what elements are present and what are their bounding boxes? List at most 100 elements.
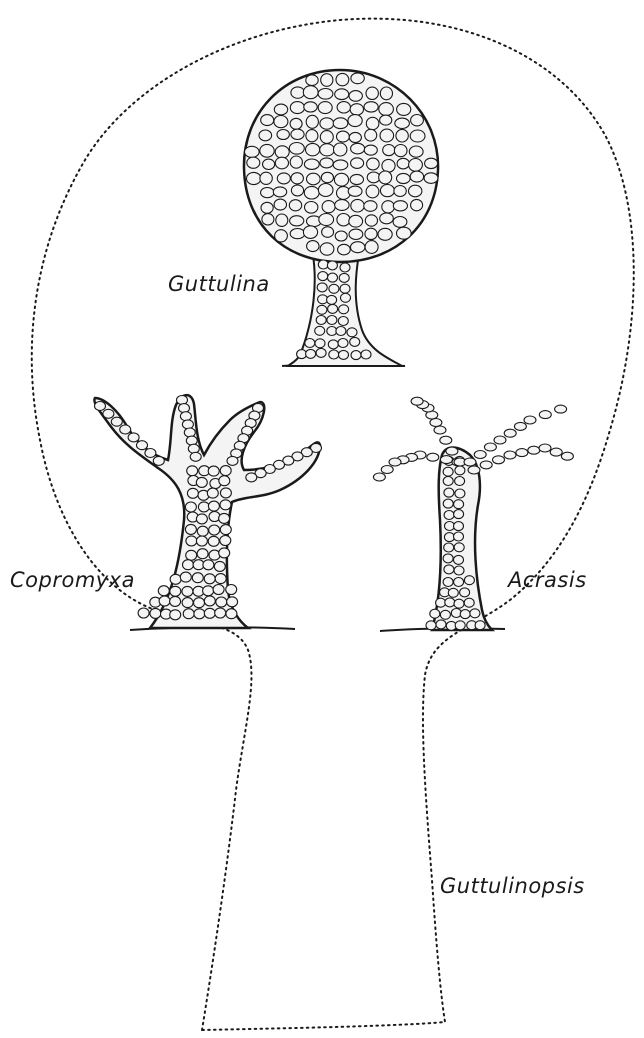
cell <box>389 458 401 466</box>
cell <box>247 172 261 184</box>
cell <box>454 500 464 509</box>
cell <box>409 185 422 197</box>
cell <box>227 597 238 607</box>
cell <box>454 578 464 587</box>
cell <box>315 339 325 348</box>
guttulina-sorocarp <box>244 70 438 366</box>
cell <box>209 525 220 535</box>
cell <box>226 585 237 595</box>
cell <box>454 555 464 564</box>
cell <box>516 449 528 457</box>
cell <box>138 608 149 618</box>
cell <box>454 510 464 519</box>
cell <box>366 87 378 99</box>
cell <box>180 572 191 582</box>
cell <box>183 609 194 619</box>
cell <box>274 199 286 210</box>
cell <box>208 501 219 511</box>
cell <box>454 532 464 541</box>
cell <box>306 143 320 155</box>
cell <box>351 199 364 212</box>
cell <box>220 488 231 498</box>
cell <box>561 452 573 460</box>
cell <box>220 536 231 546</box>
cell <box>338 317 348 326</box>
cell <box>337 131 350 142</box>
cell <box>261 202 273 213</box>
cell <box>182 420 193 429</box>
cell <box>198 502 209 512</box>
cell <box>274 104 287 115</box>
cell <box>464 458 476 466</box>
cell <box>317 283 327 292</box>
cell <box>351 73 364 84</box>
cell <box>95 402 106 411</box>
cell <box>187 488 198 498</box>
cell <box>306 349 316 358</box>
cell <box>182 598 193 608</box>
cell <box>315 326 325 335</box>
cell <box>333 160 348 170</box>
cell <box>351 351 361 360</box>
cell <box>291 87 305 98</box>
cell <box>397 103 411 115</box>
cell <box>261 188 274 198</box>
cell <box>275 146 289 158</box>
cell <box>215 608 226 618</box>
cell <box>348 115 362 127</box>
cell <box>219 513 230 523</box>
cell <box>204 608 215 618</box>
cell <box>320 118 334 129</box>
cell <box>444 565 454 574</box>
cell <box>436 598 446 607</box>
cell <box>434 426 446 434</box>
cell <box>448 588 458 597</box>
cell <box>327 327 337 336</box>
cell <box>306 115 318 128</box>
cell <box>291 173 303 184</box>
cell <box>364 201 377 212</box>
cell <box>380 115 392 125</box>
cell <box>475 621 485 630</box>
cell <box>427 453 439 461</box>
cell <box>170 610 181 620</box>
cell <box>290 216 304 226</box>
acrasis-label: Acrasis <box>508 568 587 592</box>
cell <box>430 609 440 618</box>
cell <box>364 102 378 112</box>
cell <box>440 436 452 444</box>
cell <box>216 597 227 607</box>
cell <box>263 159 275 169</box>
cell <box>365 228 377 239</box>
cell <box>215 574 226 584</box>
cell <box>327 316 337 325</box>
cell <box>440 456 452 464</box>
cell <box>338 244 351 255</box>
cell <box>443 554 453 563</box>
cell <box>316 348 326 357</box>
cell <box>454 599 464 608</box>
cell <box>318 272 328 281</box>
cell <box>260 144 274 157</box>
cell <box>306 75 318 86</box>
cell <box>474 451 486 459</box>
cell <box>261 115 274 126</box>
cell <box>194 598 205 608</box>
cell <box>470 609 480 618</box>
cell <box>446 447 458 455</box>
cell <box>333 118 348 129</box>
cell <box>185 524 196 534</box>
cell <box>444 488 454 497</box>
cell <box>304 102 317 112</box>
cell <box>394 186 406 197</box>
cell <box>277 130 289 140</box>
cell <box>444 543 454 552</box>
cell <box>196 477 207 487</box>
cell <box>303 86 318 99</box>
cell <box>186 436 197 445</box>
cell <box>349 229 363 239</box>
cell <box>103 409 114 418</box>
cell <box>328 304 338 313</box>
cell <box>380 129 394 142</box>
cell <box>443 499 453 508</box>
